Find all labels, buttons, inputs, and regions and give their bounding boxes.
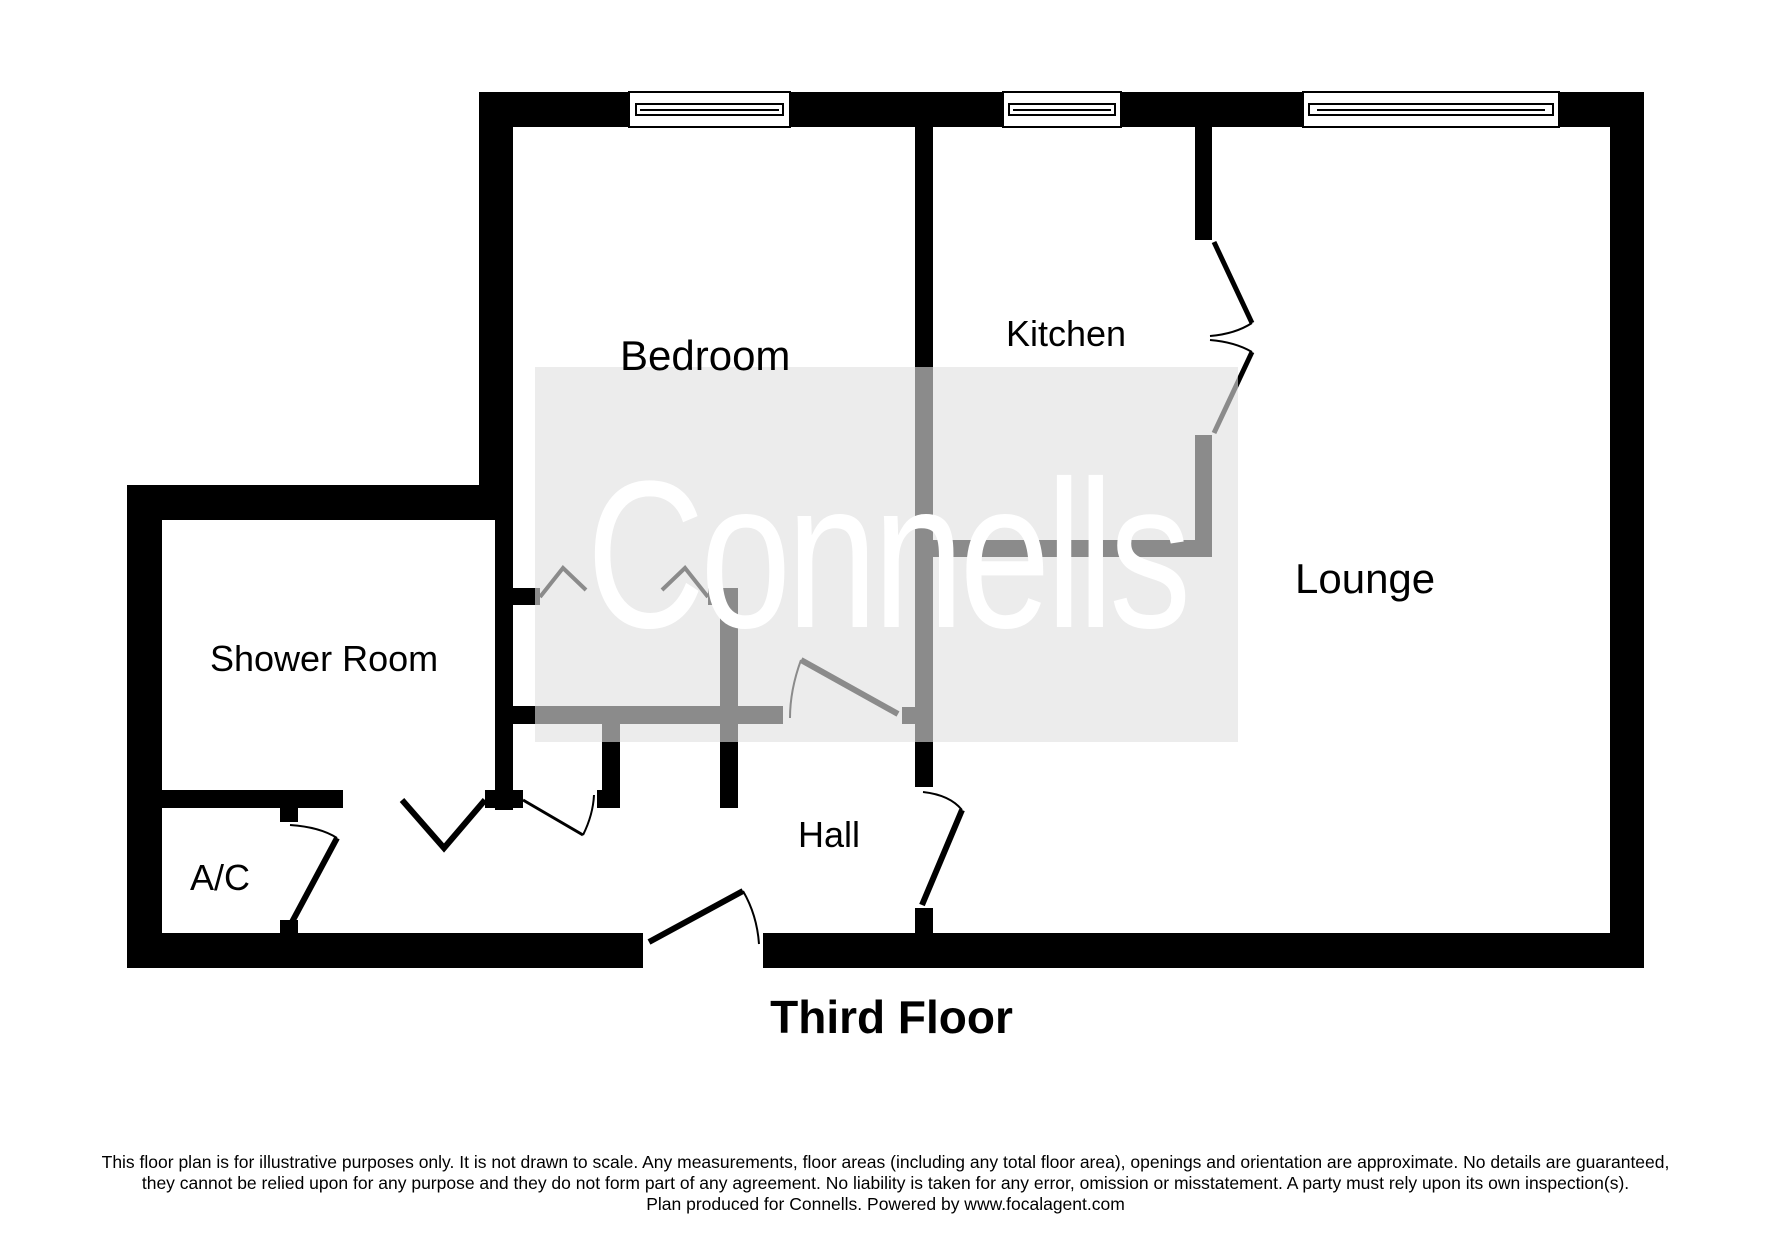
windows	[628, 91, 1560, 128]
room-label-lounge: Lounge	[1295, 555, 1436, 602]
floor-title: Third Floor	[770, 991, 1013, 1043]
watermark-text: Connells	[586, 436, 1192, 672]
room-label-bedroom: Bedroom	[620, 332, 791, 379]
room-label-shower-room: Shower Room	[210, 638, 439, 679]
doors	[289, 240, 1255, 945]
disclaimer-line-3: Plan produced for Connells. Powered by w…	[646, 1194, 1125, 1214]
disclaimer-line-2: they cannot be relied upon for any purpo…	[141, 1173, 1630, 1193]
watermark-box: Connells	[535, 367, 1238, 742]
disclaimer: This floor plan is for illustrative purp…	[0, 1152, 1771, 1215]
disclaimer-line-1: This floor plan is for illustrative purp…	[101, 1152, 1670, 1172]
room-label-kitchen: Kitchen	[1006, 313, 1127, 354]
room-label-ac: A/C	[190, 857, 251, 898]
room-label-hall: Hall	[798, 814, 861, 855]
